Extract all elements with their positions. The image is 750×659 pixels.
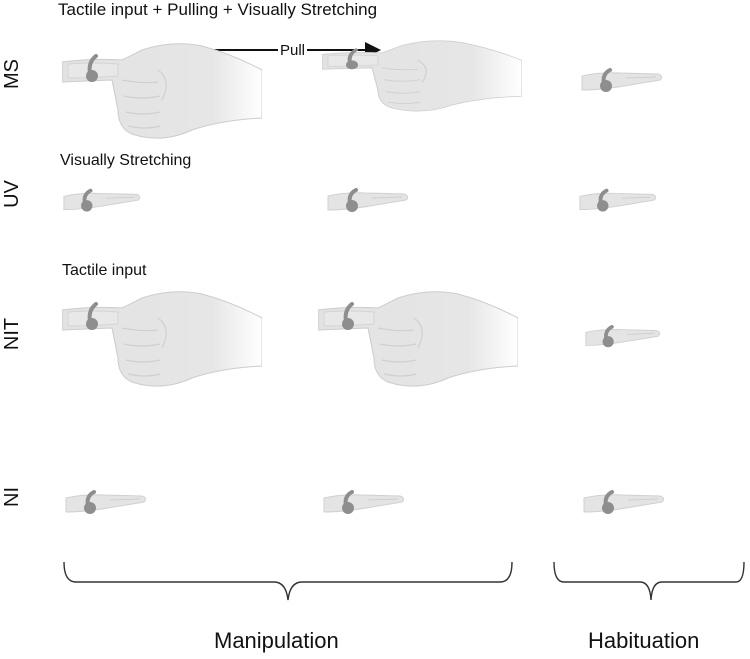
finger-ring-icon	[318, 182, 418, 222]
finger-ring-icon	[64, 484, 148, 524]
group-label-manipulation: Manipulation	[214, 628, 339, 653]
condition-title-nit: Tactile input	[62, 262, 147, 279]
condition-title-ms: Tactile input + Pulling + Visually Stret…	[58, 0, 378, 19]
row-label-ms: MS	[1, 59, 23, 89]
group-label-habituation: Habituation	[588, 628, 700, 653]
habituation-brace	[553, 561, 745, 601]
finger-ring-icon	[582, 484, 666, 524]
finger-ring-icon	[584, 318, 662, 358]
finger-ring-icon	[578, 182, 658, 222]
finger-ring-icon	[62, 182, 142, 222]
manipulation-brace	[63, 561, 513, 601]
row-label-uv: UV	[1, 180, 23, 208]
pull-label: Pull	[278, 42, 308, 59]
condition-title-uv: Visually Stretching	[60, 152, 192, 169]
row-label-nit: NIT	[1, 317, 23, 351]
hand-gripping-finger-icon	[318, 288, 518, 398]
row-label-ni: NI	[1, 487, 23, 507]
hand-pulling-finger-icon	[322, 38, 522, 120]
finger-ring-icon	[322, 484, 406, 524]
hand-gripping-finger-icon	[62, 288, 262, 398]
finger-ring-icon	[580, 62, 664, 102]
hand-gripping-finger-icon	[62, 40, 262, 150]
